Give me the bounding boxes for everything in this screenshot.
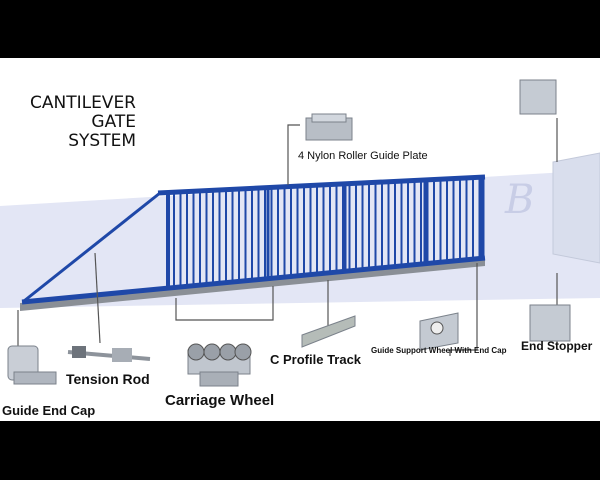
end-post-panel bbox=[552, 152, 600, 264]
background-wall bbox=[0, 170, 600, 308]
label-c-profile-track: C Profile Track bbox=[270, 352, 362, 367]
label-end-stopper: End Stopper bbox=[521, 339, 593, 353]
title-line: GATE bbox=[91, 112, 136, 132]
label-tension-rod: Tension Rod bbox=[66, 371, 150, 387]
label-nylon-roller-guide-plate: 4 Nylon Roller Guide Plate bbox=[298, 150, 428, 162]
title-line: CANTILEVER bbox=[29, 93, 136, 113]
tension-rod-image bbox=[67, 346, 151, 362]
page-title: CANTILEVER GATE SYSTEM bbox=[14, 94, 136, 151]
gate-illustration: B bbox=[0, 79, 600, 387]
label-guide-support-wheel: Guide Support Wheel With End Cap bbox=[371, 346, 507, 355]
label-carriage-wheel: Carriage Wheel bbox=[165, 392, 275, 409]
watermark-logo: B bbox=[504, 177, 534, 223]
c-profile-track-image bbox=[301, 315, 356, 348]
carriage-wheel-image bbox=[187, 343, 252, 387]
nylon-roller-guide-plate-image bbox=[305, 113, 353, 141]
callout-lines bbox=[17, 118, 558, 356]
diagram-canvas: B CANTILEVER GATE SYSTEM 4 Nylon Roller … bbox=[0, 58, 600, 421]
guide-end-cap-image bbox=[7, 345, 57, 385]
label-guide-end-cap: Guide End Cap bbox=[2, 403, 96, 418]
title-line: SYSTEM bbox=[68, 131, 136, 151]
gate-pickets bbox=[173, 177, 481, 290]
end-stopper-image bbox=[519, 79, 571, 342]
guide-support-wheel-image bbox=[419, 312, 459, 351]
